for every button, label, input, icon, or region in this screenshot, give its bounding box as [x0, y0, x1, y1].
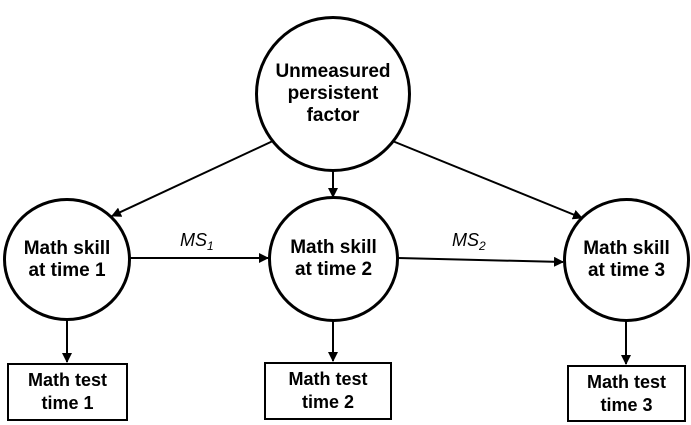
- node-skill-time-2: Math skill at time 2: [268, 196, 399, 322]
- node-test-time-3-label: Math test time 3: [586, 371, 666, 415]
- node-test-time-2-label: Math test time 2: [288, 369, 368, 412]
- edge-label-ms2: MS2: [452, 230, 486, 253]
- edge-label-ms1-base: MS: [180, 230, 207, 250]
- edge-label-ms1: MS1: [180, 230, 214, 253]
- edge-factor-to-skill1: [111, 139, 276, 217]
- node-unmeasured-factor: Unmeasured persistent factor: [255, 16, 411, 172]
- edge-factor-to-skill3: [389, 139, 583, 220]
- edge-label-ms2-base: MS: [452, 230, 479, 250]
- edge-skill2-to-skill3: [397, 256, 564, 267]
- edge-label-ms1-sub: 1: [207, 239, 214, 253]
- node-test-time-2: Math test time 2: [264, 362, 392, 420]
- edge-label-ms2-sub: 2: [479, 239, 486, 253]
- node-test-time-1-label: Math test time 1: [27, 370, 107, 413]
- node-test-time-3: Math test time 3: [567, 365, 686, 422]
- node-unmeasured-factor-label: Unmeasured persistent factor: [275, 61, 391, 126]
- node-skill-time-2-label: Math skill at time 2: [290, 237, 377, 280]
- node-skill-time-3-label: Math skill at time 3: [583, 238, 670, 281]
- node-skill-time-3: Math skill at time 3: [563, 198, 690, 322]
- node-test-time-1: Math test time 1: [7, 363, 128, 421]
- node-skill-time-1-label: Math skill at time 1: [23, 237, 111, 281]
- node-skill-time-1: Math skill at time 1: [3, 198, 131, 321]
